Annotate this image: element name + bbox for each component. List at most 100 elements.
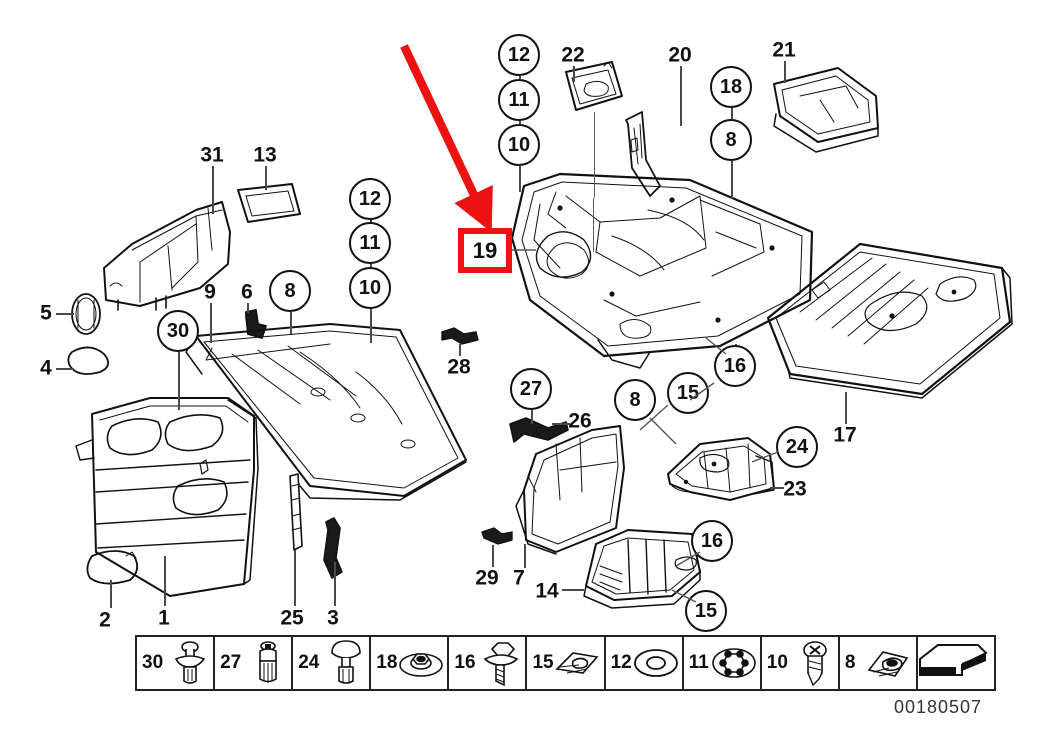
leader-3	[334, 562, 336, 606]
flat-washer-icon	[633, 649, 678, 677]
circled-callout: 15	[685, 590, 727, 632]
callout-label: 9	[204, 280, 216, 304]
square-clip-plate-icon	[554, 652, 599, 674]
leader-circ-10a	[519, 166, 521, 192]
callout-label: 3	[327, 606, 339, 630]
plastic-clip-icon	[331, 640, 362, 684]
legend-cell-16[interactable]: 16	[449, 637, 528, 689]
leader-20	[680, 66, 682, 126]
callout-label: 25	[280, 606, 304, 630]
wedge-arrow-icon	[919, 644, 988, 676]
push-rivet-icon	[174, 641, 206, 684]
expanding-rivet-icon	[259, 641, 277, 683]
legend-cell-10[interactable]: 10	[762, 637, 840, 689]
sheet-clip-icon	[867, 651, 909, 677]
leader-circ-12a	[519, 76, 521, 79]
leader-9	[210, 303, 212, 343]
legend-number: 11	[688, 652, 709, 673]
legend-cell-15[interactable]: 15	[527, 637, 606, 689]
callout-label: 26	[568, 409, 592, 433]
circled-callout: 8	[710, 119, 752, 161]
highlighted-part-19-box[interactable]: 19	[458, 228, 512, 273]
legend-number: 18	[376, 652, 398, 673]
circled-callout: 15	[667, 372, 709, 414]
leader-circ-30	[178, 352, 180, 410]
leader-23	[770, 487, 784, 489]
leader-5	[56, 313, 74, 315]
circled-callout: 11	[498, 79, 540, 121]
leader-2	[110, 580, 112, 608]
hex-flange-screw-icon	[484, 642, 519, 687]
circled-callout: 27	[510, 368, 552, 410]
phillips-screw-icon	[803, 641, 827, 687]
callout-label: 13	[253, 143, 277, 167]
leader-28	[459, 344, 461, 356]
leader-circ-27	[531, 410, 533, 424]
circled-callout: 8	[269, 270, 311, 312]
legend-number: 12	[610, 652, 632, 673]
leader-13	[265, 166, 267, 190]
circled-callout: 16	[691, 520, 733, 562]
leader-circ-18	[731, 108, 733, 119]
callout-label: 4	[40, 356, 52, 380]
circled-callout: 12	[498, 34, 540, 76]
leader-7	[524, 544, 526, 568]
leader-25	[294, 550, 296, 606]
leader-circ-11b	[370, 264, 372, 267]
circled-callout: 11	[349, 222, 391, 264]
callout-label: 22	[561, 43, 585, 67]
callout-label: 2	[99, 608, 111, 632]
legend-cell-8[interactable]: 8	[840, 637, 918, 689]
callout-label: 17	[833, 423, 857, 447]
legend-cell-wedge[interactable]	[918, 637, 994, 689]
leader-circ-11a	[519, 121, 521, 124]
legend-cell-24[interactable]: 24	[293, 637, 372, 689]
legend-cell-27[interactable]: 27	[215, 637, 294, 689]
leader-31	[212, 166, 214, 214]
circled-callout: 24	[776, 426, 818, 468]
legend-number: 15	[532, 652, 554, 673]
alignment-line-22	[594, 112, 595, 198]
circled-callout: 16	[714, 345, 756, 387]
legend-cell-11[interactable]: 11	[684, 637, 762, 689]
circled-callout: 10	[498, 124, 540, 166]
legend-number: 16	[454, 652, 476, 673]
leader-22	[573, 66, 575, 82]
callout-label: 1	[158, 606, 170, 630]
callout-label: 14	[535, 579, 559, 603]
callout-label: 29	[475, 566, 499, 590]
callout-label: 23	[783, 477, 807, 501]
legend-cell-12[interactable]: 12	[606, 637, 684, 689]
legend-number: 30	[142, 652, 164, 673]
callout-label: 28	[447, 355, 471, 379]
legend-cell-18[interactable]: 18	[371, 637, 450, 689]
callout-label: 7	[513, 566, 525, 590]
legend-cell-30[interactable]: 30	[137, 637, 216, 689]
leader-circ-12b	[370, 220, 372, 223]
callout-label: 21	[772, 38, 796, 62]
leader-29	[492, 545, 494, 567]
circled-callout: 8	[614, 379, 656, 421]
circled-callout: 12	[349, 178, 391, 220]
circled-callout: 30	[157, 310, 199, 352]
circled-callout: 18	[710, 66, 752, 108]
washer-nut-icon	[399, 653, 444, 677]
callout-label: 5	[40, 301, 52, 325]
alignment-line-center	[593, 198, 594, 252]
callout-label: 6	[241, 280, 253, 304]
legend-number: 27	[220, 652, 242, 673]
leader-4	[56, 368, 74, 370]
leader-circ-10b	[370, 309, 372, 343]
leader-17	[845, 392, 847, 424]
leader-26	[552, 423, 570, 425]
hardware-legend-strip: 30 27	[135, 635, 996, 691]
callout-label: 20	[668, 43, 692, 67]
legend-number: 8	[844, 652, 856, 673]
circled-callout: 10	[349, 267, 391, 309]
leader-14	[562, 589, 584, 591]
leader-circ-8l	[290, 312, 292, 334]
star-washer-icon	[711, 648, 756, 678]
leader-21	[784, 61, 786, 83]
